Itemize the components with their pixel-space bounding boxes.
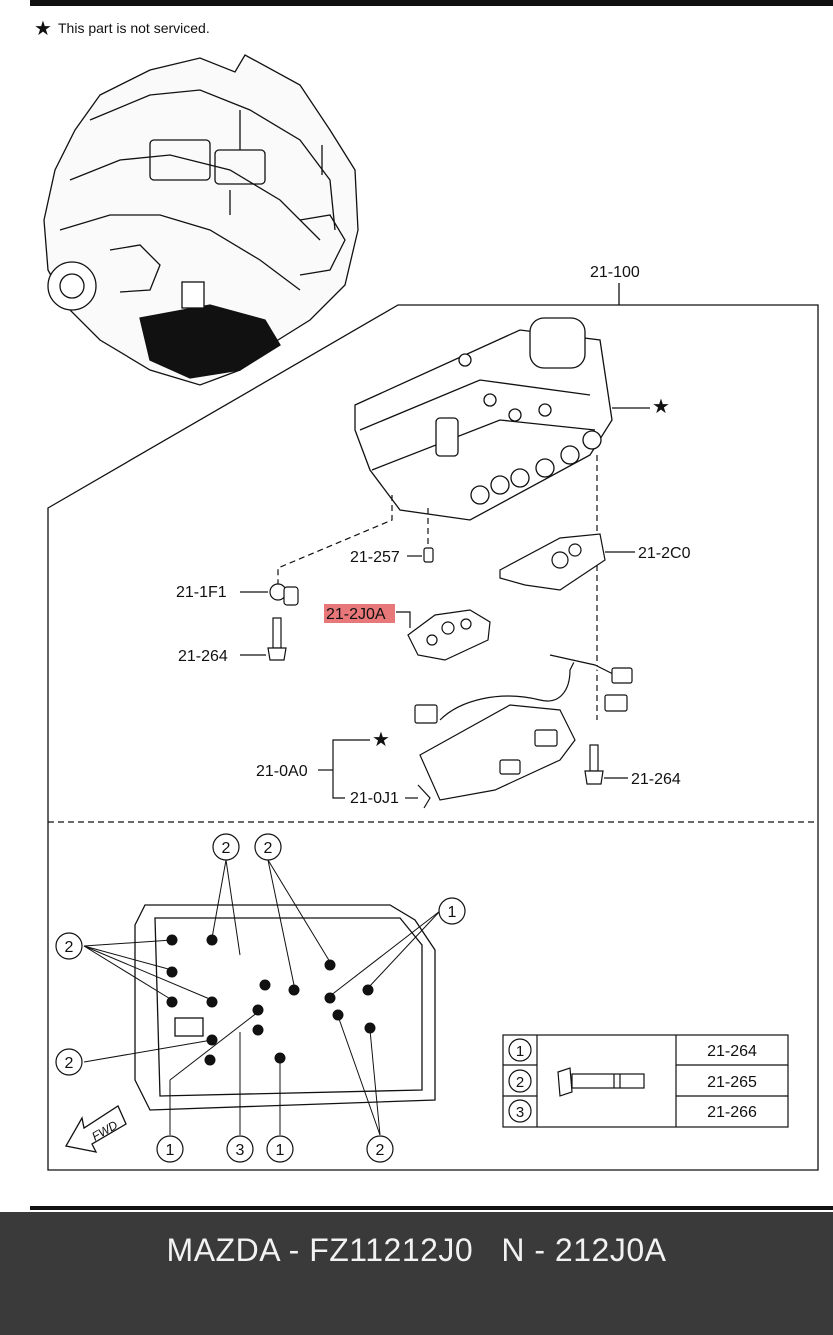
legend-rows: 1 21-264 2 21-265 3 21-266 — [516, 1043, 757, 1121]
legend-key: 1 — [516, 1043, 524, 1060]
circle-label: 1 — [266, 1135, 294, 1163]
star-marker-assembly: ★ — [652, 396, 670, 418]
circle-label: 2 — [55, 932, 83, 960]
callout-21-0j1: 21-0J1 — [350, 790, 399, 807]
bolt-right-part — [584, 744, 628, 785]
svg-text:2: 2 — [65, 939, 74, 956]
circle-label: 2 — [55, 1048, 83, 1076]
svg-text:2: 2 — [65, 1055, 74, 1072]
legend-bolt-icon — [557, 1067, 645, 1097]
sensor-part — [240, 583, 299, 606]
bolt-left-part — [240, 617, 287, 661]
callout-21-257: 21-257 — [350, 549, 400, 566]
harness-bracket-lines — [318, 739, 418, 799]
callout-21-2c0: 21-2C0 — [638, 545, 691, 562]
callout-21-2j0a: 21-2J0A — [326, 606, 386, 623]
svg-text:1: 1 — [276, 1142, 285, 1159]
star-icon: ★ — [34, 18, 52, 40]
callout-21-1f1: 21-1F1 — [176, 584, 227, 601]
circle-label: 2 — [212, 833, 240, 861]
svg-text:3: 3 — [236, 1142, 245, 1159]
not-serviced-note: ★ This part is not serviced. — [34, 18, 210, 40]
top-border-line — [30, 0, 833, 6]
circle-label: 1 — [156, 1135, 184, 1163]
bolt-legend-table — [502, 1034, 789, 1128]
legend-part: 21-265 — [707, 1074, 757, 1091]
circle-label: 2 — [254, 833, 282, 861]
legend-part: 21-266 — [707, 1104, 757, 1121]
exploded-view-frame — [47, 283, 819, 1171]
svg-text:2: 2 — [376, 1142, 385, 1159]
guide-lines — [277, 455, 598, 720]
circle-label: 1 — [438, 897, 466, 925]
callout-21-264-right: 21-264 — [631, 771, 681, 788]
svg-text:1: 1 — [448, 904, 457, 921]
footer-bar: MAZDA - FZ11212J0 N - 212J0A — [0, 1212, 833, 1335]
bolt-layout-plate — [134, 904, 436, 1111]
legend-key: 3 — [516, 1104, 524, 1121]
svg-text:2: 2 — [264, 840, 273, 857]
highlight-box — [324, 604, 395, 623]
legend-key: 2 — [516, 1074, 524, 1091]
pin-part — [407, 547, 434, 563]
parts-diagram: ★ This part is not serviced. ★ — [30, 18, 833, 1210]
transmission-illustration — [43, 54, 359, 386]
callout-21-100: 21-100 — [590, 264, 640, 281]
circle-leader-lines — [83, 859, 441, 1136]
wiring-harness — [414, 654, 633, 809]
svg-text:2: 2 — [222, 840, 231, 857]
plate-part — [499, 533, 635, 591]
part-number-caption: MAZDA - FZ11212J0 N - 212J0A — [166, 1232, 667, 1268]
svg-text:1: 1 — [166, 1142, 175, 1159]
valve-body-assembly — [354, 317, 650, 521]
fwd-arrow-icon: FWD — [64, 1105, 127, 1153]
callout-21-264-left: 21-264 — [178, 648, 228, 665]
circle-label: 3 — [226, 1135, 254, 1163]
circle-labels: 2 2 1 2 2 1 3 1 2 — [55, 833, 466, 1163]
star-marker-harness: ★ — [372, 729, 390, 751]
legend-part: 21-264 — [707, 1043, 757, 1060]
note-text: This part is not serviced. — [58, 20, 210, 36]
callout-21-0a0: 21-0A0 — [256, 763, 308, 780]
highlighted-part — [396, 609, 491, 661]
circle-label: 2 — [366, 1135, 394, 1163]
